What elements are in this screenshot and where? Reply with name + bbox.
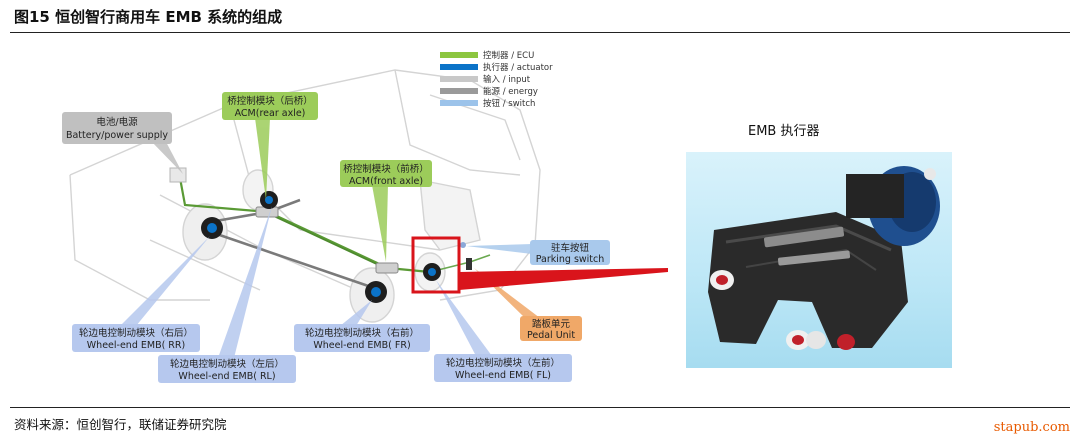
- emb-actuator-photo: [686, 152, 952, 368]
- wheel-rr-label-en: Wheel-end EMB( RR): [87, 340, 185, 351]
- acm-front-module: [375, 262, 399, 274]
- legend-swatch-input: [440, 76, 478, 82]
- legend-label-ecu: 控制器 / ECU: [483, 50, 534, 61]
- parking-label-cn: 驻车按钮: [551, 242, 590, 254]
- bottom-rule: [10, 407, 1070, 408]
- legend-label-energy: 能源 / energy: [483, 86, 538, 97]
- legend-swatch-energy: [440, 88, 478, 94]
- highlight-connector: [459, 268, 668, 290]
- wheel-actuator-rr: [201, 217, 223, 239]
- legend-swatch-actuator: [440, 64, 478, 70]
- wheel-rr-callout-box: [72, 324, 200, 352]
- battery-label-cn: 电池/电源: [96, 116, 138, 128]
- pedal-callout-box: [520, 316, 582, 341]
- wheel-rl-label-en: Wheel-end EMB( RL): [178, 371, 275, 382]
- wheel-fl-label-cn: 轮边电控制动模块（左前）: [446, 357, 560, 369]
- wheel-rr-label-cn: 轮边电控制动模块（右后）: [79, 327, 193, 339]
- legend-label-input: 输入 / input: [483, 74, 531, 85]
- pedal-label-en: Pedal Unit: [527, 330, 575, 341]
- legend-label-actuator: 执行器 / actuator: [483, 62, 553, 73]
- battery-callout-box: [62, 112, 172, 144]
- legend-swatch-switch: [440, 100, 478, 106]
- wheel-fr-label-en: Wheel-end EMB( FR): [313, 340, 410, 351]
- wheel-actuator-fr: [365, 281, 387, 303]
- emb-actuator-caption: EMB 执行器: [748, 124, 820, 139]
- acm-front-label-cn: 桥控制模块（前桥）: [343, 163, 429, 175]
- legend: 控制器 / ECU 执行器 / actuator 输入 / input 能源 /…: [440, 50, 553, 109]
- highlight-box: [411, 236, 461, 294]
- wheel-actuator-fl: [423, 263, 441, 281]
- source-note: 资料来源：恒创智行，联储证券研究院: [14, 417, 227, 432]
- battery-label-en: Battery/power supply: [66, 130, 168, 141]
- pedal-unit-part: [466, 258, 472, 270]
- legend-swatch-ecu: [440, 52, 478, 58]
- wheel-fr-callout-box: [294, 324, 430, 352]
- wheel-fl-callout-box: [434, 354, 572, 382]
- acm-rear-label-en: ACM(rear axle): [235, 108, 306, 119]
- parking-label-en: Parking switch: [536, 254, 605, 265]
- top-rule: [10, 32, 1070, 33]
- emb-actuator-illustration: [708, 166, 940, 350]
- watermark: stapub.com: [993, 420, 1070, 435]
- wheel-rl-callout-box: [158, 355, 296, 383]
- wheel-actuator-rl: [260, 191, 278, 209]
- pedal-label-cn: 踏板单元: [532, 318, 571, 330]
- parking-switch-part: [460, 242, 466, 248]
- battery-unit: [169, 167, 187, 183]
- legend-label-switch: 按钮 / switch: [483, 98, 535, 109]
- acm-rear-callout-box: [222, 92, 318, 120]
- acm-front-callout-box: [340, 160, 432, 187]
- wheel-rl-label-cn: 轮边电控制动模块（左后）: [170, 358, 284, 370]
- acm-rear-label-cn: 桥控制模块（后桥）: [227, 95, 313, 107]
- parking-callout-box: [530, 240, 610, 265]
- figure-title: 图15 恒创智行商用车 EMB 系统的组成: [14, 8, 283, 26]
- wheel-fl-label-en: Wheel-end EMB( FL): [455, 370, 551, 381]
- wheel-fr-label-cn: 轮边电控制动模块（右前）: [305, 327, 419, 339]
- acm-front-label-en: ACM(front axle): [349, 176, 423, 187]
